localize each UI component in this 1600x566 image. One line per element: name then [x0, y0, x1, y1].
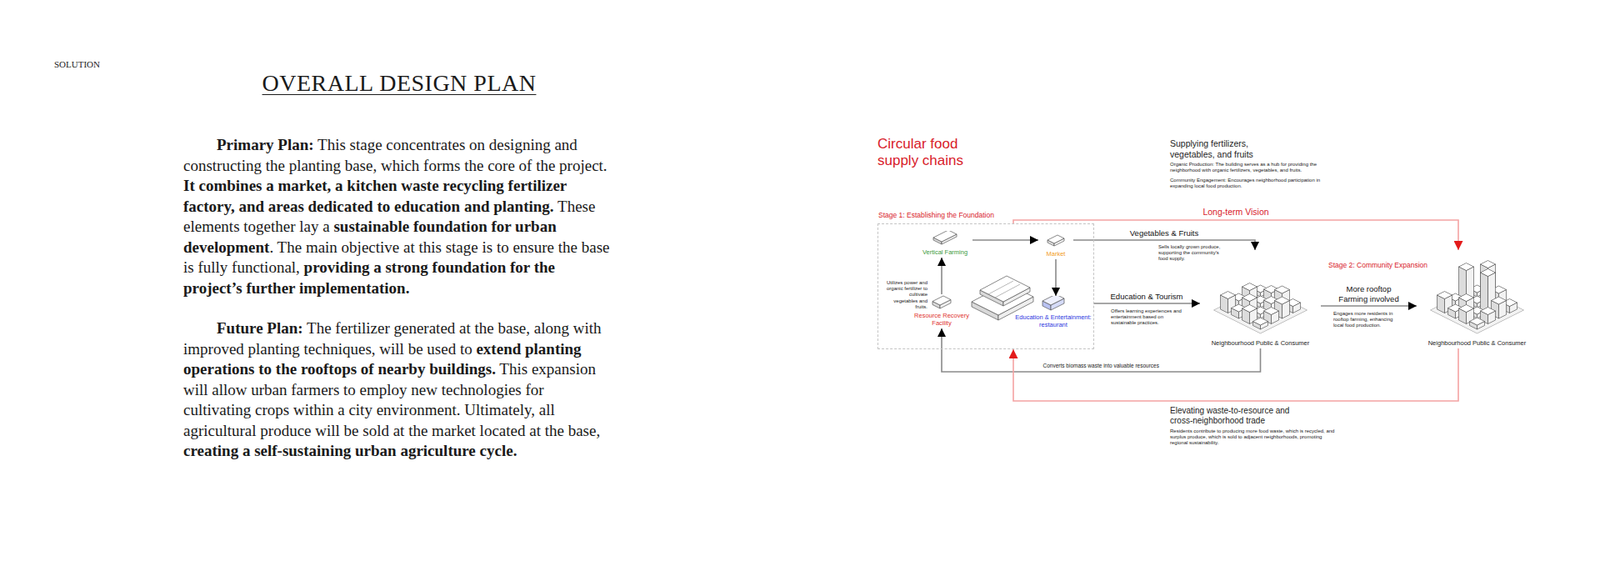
emphasis-text: Primary Plan:: [216, 135, 315, 154]
connector-label: Education & Tourism: [1109, 291, 1185, 301]
block-roof: [1220, 291, 1236, 300]
block-roof: [1459, 263, 1475, 271]
callout-heading: Elevating waste-to-resource and cross-ne…: [1170, 405, 1312, 426]
callout-heading: Supplying fertilizers, vegetables, and f…: [1170, 138, 1275, 160]
connector-label: More rooftop Farming involved: [1335, 284, 1404, 304]
block-roof: [1470, 317, 1485, 325]
flow-arrow: [1093, 302, 1200, 305]
emphasis-text: Future Plan:: [216, 319, 304, 337]
block-roof: [1491, 296, 1507, 305]
city-ground: [1214, 286, 1308, 334]
neighbourhood-node: Neighbourhood Public & Consumer: [1416, 250, 1538, 349]
flow-arrow: [972, 239, 1039, 241]
node-label: Vertical Farming: [917, 247, 973, 258]
vision-loop-arrow: [1013, 220, 1459, 250]
block-roof: [1480, 269, 1496, 277]
facility-icon: [932, 295, 951, 309]
facility-icon: [1047, 235, 1065, 246]
block-roof: [1437, 291, 1453, 300]
block-roof: [1242, 305, 1258, 313]
city-blocks: [1214, 283, 1308, 335]
block-roof: [1242, 294, 1258, 302]
node-label: Market: [1038, 249, 1074, 260]
emphasis-text: creating a self-sustaining urban agricul…: [183, 441, 517, 460]
block-roof: [1459, 305, 1475, 313]
block-roof: [1275, 285, 1290, 294]
flow-arrow: [1320, 305, 1417, 307]
block-roof: [1264, 307, 1280, 315]
arrow-note: Utilizes power and organic fertilizer to…: [884, 280, 928, 310]
block-roof: [1275, 296, 1290, 305]
emphasis-text: It combines a market, a kitchen waste re…: [183, 176, 567, 215]
city-illustration: [1416, 250, 1538, 339]
facility-node: Education & Entertainment: restaurant: [1013, 295, 1094, 330]
connector-label: Long-term Vision: [1200, 206, 1270, 218]
building-detail: [988, 280, 1014, 295]
block-roof: [1047, 235, 1065, 244]
flow-arrow: [1055, 259, 1057, 296]
building-roof: [980, 275, 1030, 302]
callout-note: Community Engagement: Encourages neighbo…: [1170, 177, 1337, 190]
block-roof: [1042, 295, 1065, 305]
paragraph: Future Plan: The fertilizer generated at…: [183, 318, 615, 462]
block-roof: [1480, 307, 1496, 315]
paragraph: Primary Plan: This stage concentrates on…: [183, 135, 615, 299]
page-title: OVERALL DESIGN PLAN: [183, 70, 615, 97]
flow-arrow: [940, 257, 943, 295]
stage-heading: Stage 1: Establishing the Foundation: [878, 210, 995, 220]
arrow-note: Sells locally grown produce, supporting …: [1158, 244, 1227, 263]
arrow-note: Offers learning experiences and entertai…: [1110, 308, 1188, 327]
facility-icon: [1038, 232, 1074, 250]
block-roof: [1459, 294, 1475, 302]
facility-node: Market: [1038, 232, 1074, 260]
vision-loop-arrow: [1013, 348, 1459, 401]
flow-arrow: [941, 328, 1261, 372]
node-label: Education & Entertainment: restaurant: [1013, 312, 1094, 330]
facility-icon: [1042, 295, 1065, 310]
connector-label: Converts biomass waste into valuable res…: [1041, 362, 1161, 370]
neighbourhood-node: Neighbourhood Public & Consumer: [1200, 250, 1321, 349]
facility-icon: [910, 294, 974, 311]
node-label: Neighbourhood Public & Consumer: [1200, 338, 1321, 349]
stage-heading: Stage 2: Community Expansion: [1328, 260, 1428, 270]
node-label: Resource Recovery Facility: [910, 310, 974, 329]
callout-note: Residents contribute to producing more f…: [1170, 428, 1337, 447]
block-side: [1480, 272, 1489, 314]
node-label: Neighbourhood Public & Consumer: [1416, 338, 1538, 349]
facility-icon: [933, 230, 957, 245]
block-roof: [1253, 317, 1269, 325]
facility-node: Vertical Farming: [917, 230, 973, 258]
facility-node: Resource Recovery Facility: [910, 294, 974, 329]
facility-icon: [1013, 295, 1094, 313]
arrow-note: Engages more residents in rooftop farmin…: [1333, 310, 1400, 330]
city-ground: [1430, 286, 1525, 334]
city-blocks: [1430, 260, 1525, 335]
connector-label: Vegetables & Fruits: [1128, 228, 1200, 238]
stage-box: Stage 1: Establishing the FoundationVert…: [877, 223, 1095, 350]
block-roof: [933, 230, 957, 242]
section-tag: SOLUTION: [54, 59, 100, 70]
block-roof: [932, 295, 951, 305]
diagram-heading: Circular food supply chains: [877, 135, 982, 170]
city-illustration: [1200, 250, 1321, 339]
block-roof: [1242, 283, 1258, 291]
facility-icon: [917, 230, 973, 248]
callout-note: Organic Production: The building serves …: [1170, 161, 1337, 174]
block-roof: [1480, 260, 1496, 269]
text-column: Primary Plan: This stage concentrates on…: [183, 135, 615, 482]
building-detail: [995, 284, 1020, 298]
